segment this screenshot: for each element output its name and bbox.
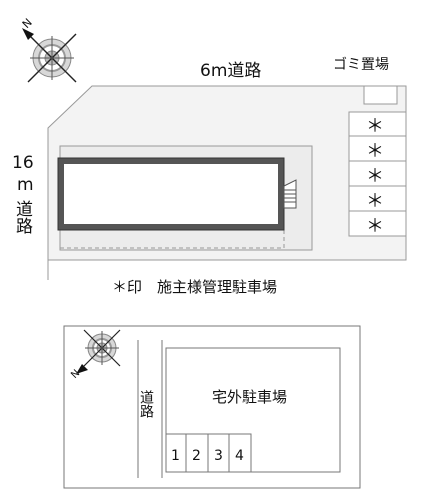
parking-slot-marker: ＊: [366, 191, 384, 212]
parking-slot: [348, 185, 407, 212]
parking-space-number: 1: [171, 448, 180, 464]
stairs-icon: [283, 179, 297, 209]
parking-slot: [348, 210, 407, 237]
garbage-area-label: ゴミ置場: [333, 56, 389, 73]
parking-space-number: 2: [192, 448, 201, 464]
parking-slot: [348, 135, 407, 162]
parking-slot-marker: ＊: [366, 216, 384, 237]
apartment-building-inner: [64, 164, 278, 224]
parking-slot-marker: ＊: [366, 141, 384, 162]
parking-slot: [348, 111, 407, 137]
offsite-parking-spaces: 1 2 3 4: [165, 433, 252, 473]
garbage-area-box: [363, 85, 398, 105]
road-left-width: 16: [12, 153, 34, 173]
compass-rose-icon: [22, 28, 77, 83]
parking-space-number: 4: [235, 448, 244, 464]
road-left-unit: m: [17, 175, 34, 195]
offsite-parking-label: 宅外駐車場: [212, 388, 287, 406]
owner-parking-slots: ＊ ＊ ＊ ＊ ＊: [348, 111, 407, 237]
inset-compass-icon: [76, 329, 121, 374]
parking-space-number: 3: [214, 448, 223, 464]
inset-road-label: 道路: [138, 390, 154, 418]
parking-slot-marker: ＊: [366, 166, 384, 187]
parking-slot-marker: ＊: [366, 116, 384, 137]
parking-space: [228, 433, 252, 473]
road-top-label: 6m道路: [200, 61, 261, 81]
compass-north-label: N: [20, 16, 35, 31]
parking-legend: ＊印 施主様管理駐車場: [112, 278, 277, 296]
road-left-word: 道路: [12, 200, 33, 234]
